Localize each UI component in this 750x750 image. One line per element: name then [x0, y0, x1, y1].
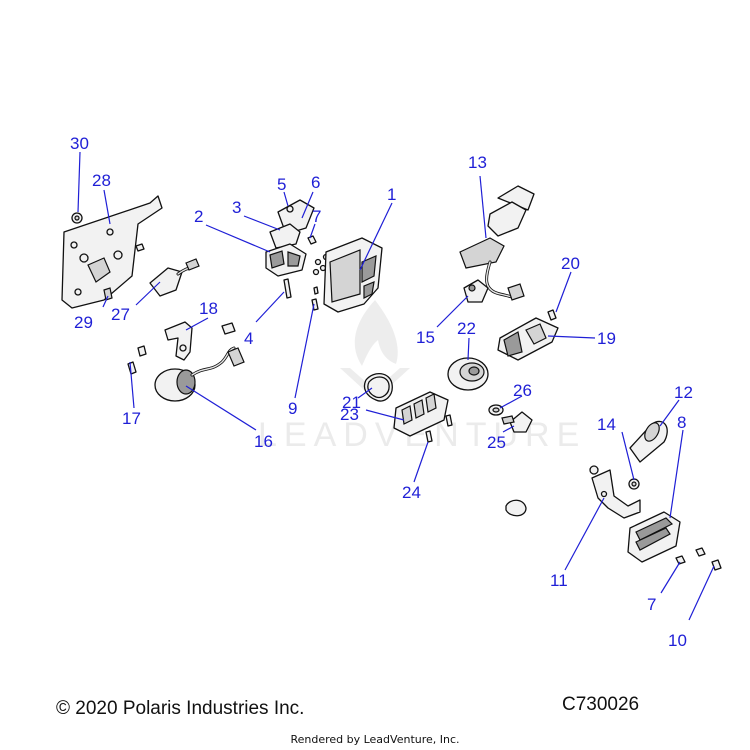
drawing-number: C730026 — [562, 694, 640, 715]
callout-27: 27 — [111, 305, 130, 324]
part-21-o-ring — [363, 373, 393, 402]
callout-19: 19 — [597, 329, 616, 348]
part-1-ecu — [323, 237, 383, 313]
callout-15: 15 — [416, 328, 435, 347]
part-23-fuse-block — [393, 391, 449, 437]
copyright-notice: © 2020 Polaris Industries Inc. — [56, 698, 305, 719]
callout-21: 21 — [342, 393, 361, 412]
callout-26: 26 — [513, 381, 532, 400]
part-8-regulator — [627, 511, 681, 563]
callout-29: 29 — [74, 313, 93, 332]
flame-logo-icon — [354, 300, 398, 366]
callout-10: 10 — [668, 631, 687, 650]
part-25-key-switch — [501, 411, 533, 433]
callout-14: 14 — [597, 415, 616, 434]
part-10-screw — [695, 547, 722, 571]
callout-11: 11 — [550, 571, 568, 590]
callout-5: 5 — [277, 175, 286, 194]
callout-16: 16 — [254, 432, 273, 451]
callout-22: 22 — [457, 319, 476, 338]
part-20-screw — [547, 309, 557, 321]
callout-6: 6 — [311, 173, 320, 192]
part-24-screws — [425, 414, 453, 443]
callout-24: 24 — [402, 483, 421, 502]
part-30-nut — [71, 212, 83, 224]
callout-13: 13 — [468, 153, 487, 172]
part-22-rotary-switch — [447, 357, 489, 391]
callout-8: 8 — [677, 413, 686, 432]
callout-7-lower: 7 — [647, 595, 656, 614]
part-13-switch-assembly — [459, 185, 535, 301]
part-2-relay — [265, 243, 307, 277]
callout-17: 17 — [122, 409, 141, 428]
callout-18: 18 — [199, 299, 218, 318]
part-11-bracket — [589, 465, 641, 519]
part-12-horn — [629, 420, 668, 463]
part-14-nut — [628, 478, 640, 490]
rendered-by-credit: Rendered by LeadVenture, Inc. — [290, 733, 460, 746]
part-7-screw — [307, 235, 317, 245]
chevron-logo-icon — [340, 368, 410, 400]
callout-7-upper: 7 — [312, 207, 321, 226]
callout-9: 9 — [288, 399, 297, 418]
callout-4: 4 — [244, 329, 253, 348]
part-4-bolt — [283, 278, 292, 299]
callout-2: 2 — [194, 207, 203, 226]
part-19-module — [497, 317, 559, 361]
part-28-mounting-bracket — [61, 195, 163, 309]
callout-1: 1 — [387, 185, 396, 204]
callout-20: 20 — [561, 254, 580, 273]
part-27-sensor — [149, 258, 200, 297]
part-5-screw — [286, 205, 294, 213]
part-29-clip — [103, 287, 113, 301]
callout-3: 3 — [232, 198, 241, 217]
part-7-screw-lower — [675, 555, 686, 565]
callout-labels: 1 2 3 4 5 6 7 7 8 9 10 11 12 13 14 15 16… — [70, 134, 693, 650]
callout-23: 23 — [340, 405, 359, 424]
part-3-relay-cover — [269, 223, 301, 249]
part-18-bracket — [164, 321, 236, 361]
callout-30: 30 — [70, 134, 89, 153]
part-26-washer — [488, 404, 504, 416]
callout-28: 28 — [92, 171, 111, 190]
leader-lines — [77, 151, 715, 621]
callout-25: 25 — [487, 433, 506, 452]
callout-12: 12 — [674, 383, 693, 402]
part-16-buzzer — [154, 346, 245, 402]
part-15-connector — [463, 279, 489, 303]
